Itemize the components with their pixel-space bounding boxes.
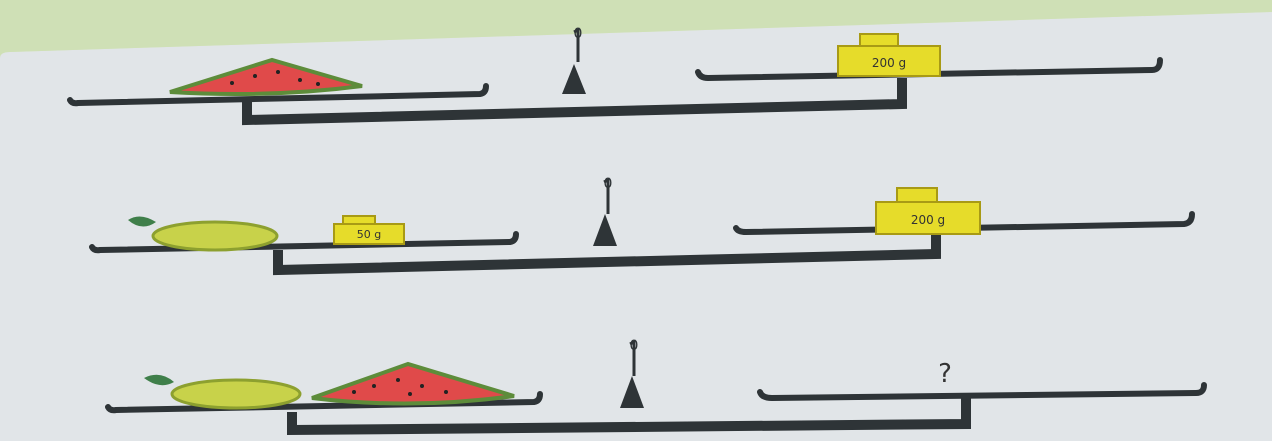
weight-label: 200 g xyxy=(872,56,906,70)
pointer-label: 0 xyxy=(604,176,613,192)
weight-label: 50 g xyxy=(357,228,381,241)
unknown-weight: ? xyxy=(938,359,952,389)
pointer-label: 0 xyxy=(574,26,583,42)
weight-label: 200 g xyxy=(911,213,945,227)
pointer-label: 0 xyxy=(630,338,639,354)
